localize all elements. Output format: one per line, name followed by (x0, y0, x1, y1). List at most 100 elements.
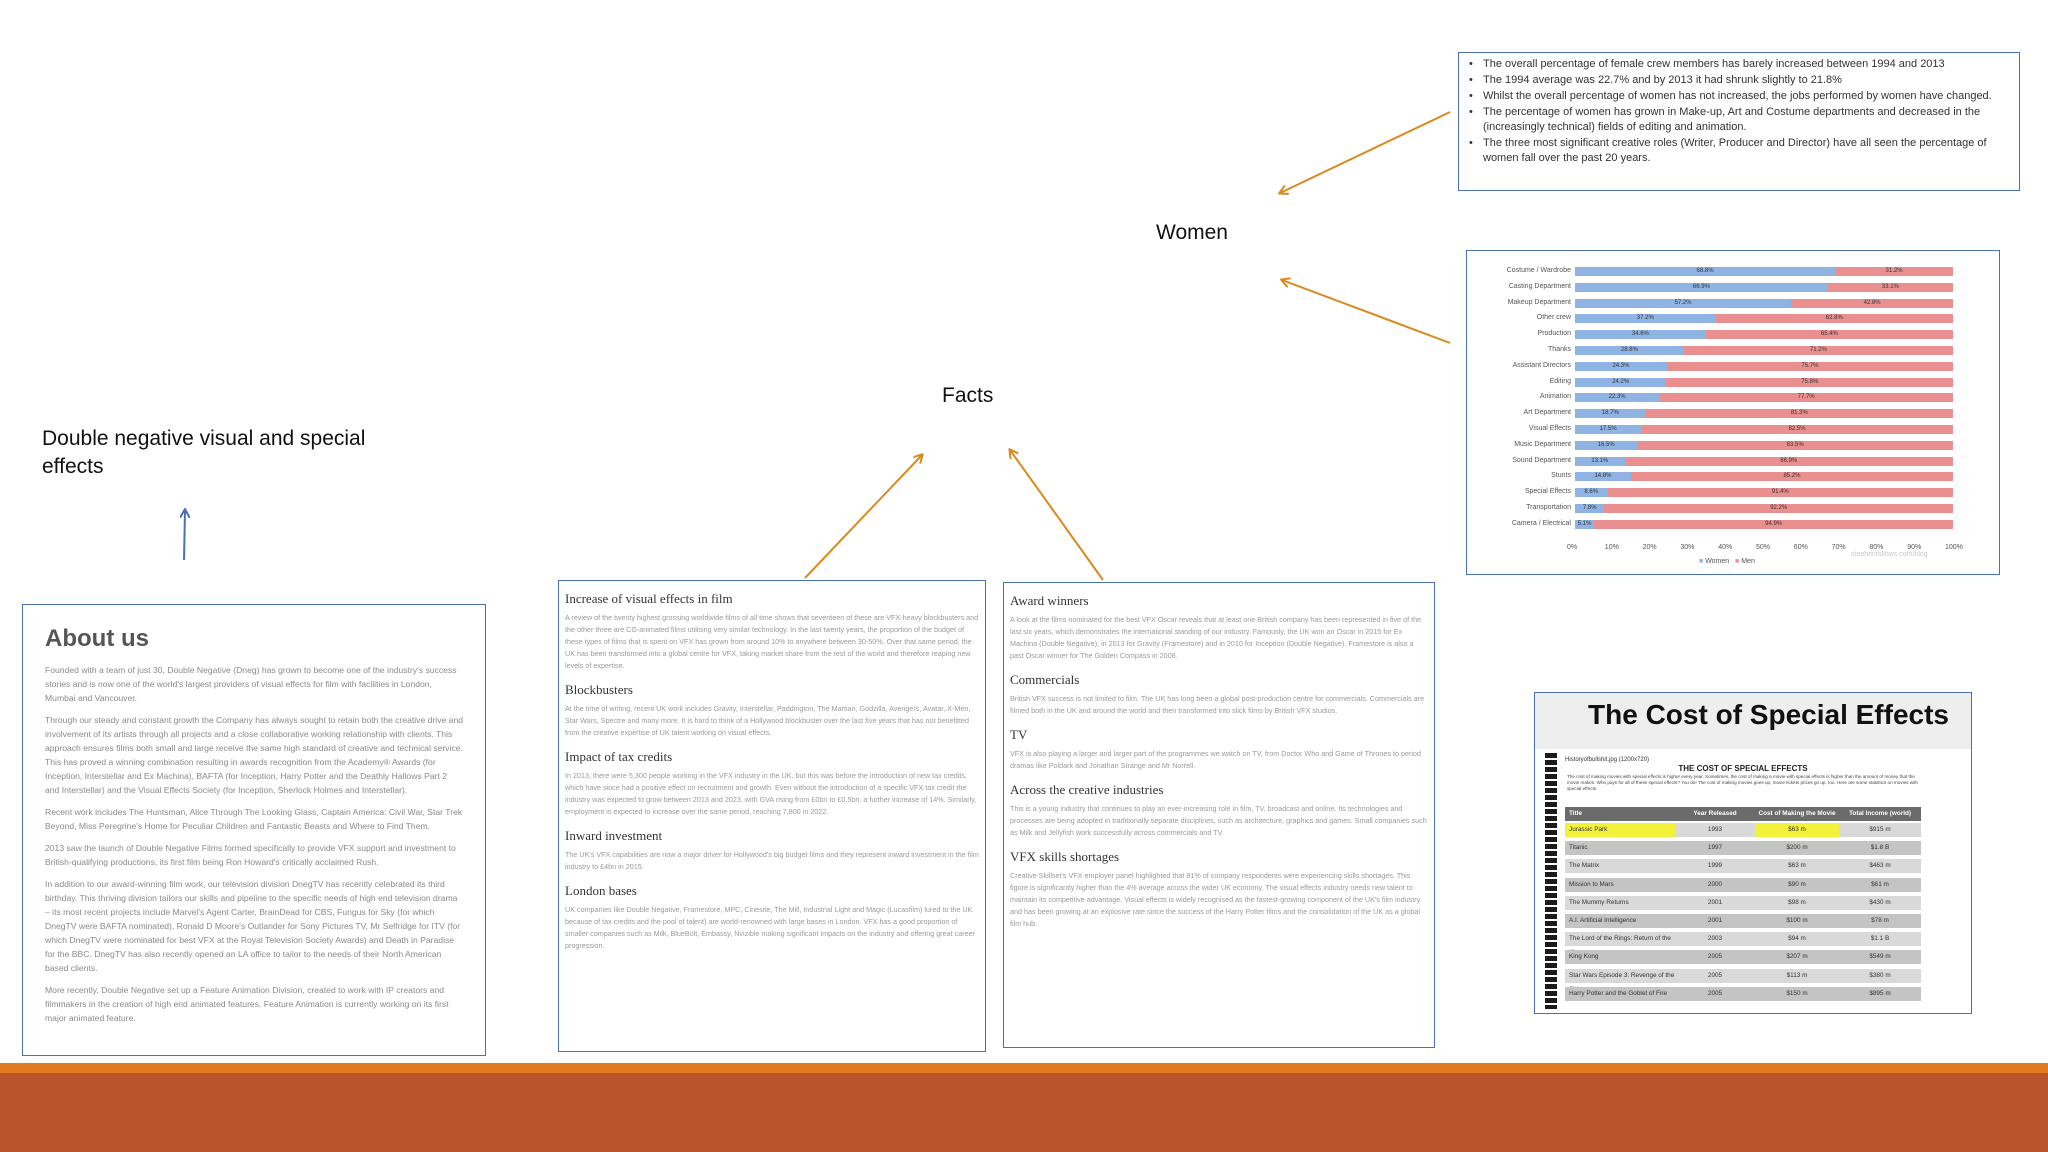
cost-cell: 2000 (1707, 880, 1723, 888)
cost-cell: $463 m (1869, 862, 1891, 870)
chart-bar-men: 85.2% (1630, 472, 1953, 482)
facts-heading: Impact of tax credits (565, 749, 673, 764)
cost-cell: 1999 (1707, 862, 1723, 870)
facts-heading: Commercials (1010, 672, 1080, 687)
film-strip (1545, 753, 1557, 1009)
cost-cell: King Kong (1569, 953, 1599, 961)
chart-bar-women: 37.2% (1575, 314, 1716, 324)
chart-category-label: Other crew (1536, 314, 1571, 322)
double-negative-label: Double negative visual and special effec… (42, 427, 366, 478)
women-label: Women (1156, 221, 1228, 244)
chart-category-label: Camera / Electrical (1511, 519, 1571, 527)
chart-bar-women: 66.9% (1575, 282, 1828, 292)
cost-cell: 1997 (1707, 844, 1723, 852)
chart-bar-women: 28.8% (1575, 346, 1684, 355)
cost-cell: $98 m (1788, 898, 1806, 906)
chart-bar-men: 81.3% (1645, 409, 1953, 419)
chart-category-label: Makeup Department (1507, 298, 1571, 306)
cost-cell: The Lord of the Rings: Return of the Kin… (1569, 935, 1671, 956)
facts-text: This is a young industry that continues … (1010, 804, 1427, 837)
cost-cell: $380 m (1869, 971, 1891, 979)
cost-cell: $549 m (1869, 953, 1891, 961)
chart-source: stephenfollows.com/blog (1851, 551, 1928, 558)
facts-text: At the time of writing, recent UK work i… (565, 704, 971, 737)
chart-x-tick: 0% (1567, 543, 1578, 551)
cost-table: Historyofbullshit.jpg (1200x720) THE COS… (1565, 757, 1921, 1009)
footer-bar (0, 1073, 2048, 1152)
cost-cell: $1.1 B (1870, 935, 1890, 943)
chart-category-label: Thanks (1548, 346, 1571, 353)
facts-text: A review of the twenty highest grossing … (565, 613, 979, 670)
facts-right-panel: Award winners A look at the films nomina… (1003, 582, 1435, 1048)
facts-text: In 2013, there were 5,300 people working… (565, 771, 977, 816)
cost-cell: $63 m (1788, 862, 1806, 870)
cost-cell: 2005 (1707, 971, 1723, 979)
chart-bar-men: 91.4% (1607, 488, 1953, 498)
cost-cell: $895 m (1869, 989, 1891, 997)
arrow-chart-to-women (1282, 280, 1451, 344)
cost-cell: $78 m (1871, 917, 1889, 924)
facts-text: VFX is also playing a larger and larger … (1010, 749, 1421, 770)
chart-category-label: Music Department (1514, 440, 1571, 448)
cost-cell: 2005 (1707, 989, 1723, 997)
cost-cell: $150 m (1786, 989, 1808, 997)
facts-heading: Award winners (1010, 593, 1089, 608)
cost-cell: Star Wars Episode 3: Revenge of the Sith (1569, 971, 1675, 993)
chart-bar-men: 75.7% (1666, 361, 1953, 371)
chart-bar-women: 8.6% (1575, 488, 1608, 498)
chart-bar-men: 75.8% (1666, 377, 1953, 387)
cost-cell: 2003 (1707, 935, 1723, 943)
about-paragraph: Through our steady and constant growth t… (45, 715, 464, 795)
cost-header-cell: Total Income (world) (1848, 810, 1911, 817)
chart-x-tick: 30% (1680, 543, 1695, 551)
cost-cell: 2001 (1707, 917, 1723, 924)
chart-category-label: Assistant Directors (1512, 361, 1571, 369)
chart-bar-women: 34.6% (1575, 330, 1706, 340)
chart-bar-men: 71.2% (1683, 346, 1953, 355)
about-paragraph: Recent work includes The Huntsman, Alice… (45, 807, 463, 831)
chart-x-tick: 10% (1604, 543, 1619, 551)
facts-heading: London bases (565, 883, 637, 898)
cost-cell: The Matrix (1569, 862, 1600, 870)
chart-bar-men: 77.7% (1659, 393, 1953, 403)
chart-category-label: Sound Department (1512, 456, 1571, 464)
about-paragraph: 2013 saw the launch of Double Negative F… (45, 843, 456, 867)
cost-cell: Mission to Mars (1569, 880, 1614, 888)
chart-x-tick: 100% (1945, 543, 1963, 551)
cost-cell: $430 m (1869, 898, 1891, 906)
chart-bar-men: 62.8% (1715, 314, 1953, 324)
women-bullet: The three most significant creative role… (1465, 136, 2013, 166)
cost-cell: Harry Potter and the Goblet of Fire (1569, 989, 1668, 997)
chart-x-tick: 90% (1907, 543, 1922, 551)
facts-heading: Blockbusters (565, 682, 633, 697)
cost-cell: $915 m (1869, 826, 1891, 833)
facts-left-panel: Increase of visual effects in film A rev… (558, 580, 986, 1052)
cost-cell: $61 m (1871, 880, 1889, 888)
facts-heading: Increase of visual effects in film (565, 591, 733, 606)
facts-text: UK companies like Double Negative, Frame… (565, 905, 976, 950)
about-paragraph: In addition to our award-winning film wo… (45, 879, 461, 973)
cost-caption: Historyofbullshit.jpg (1200x720) (1565, 757, 1650, 763)
chart-bar-men: 33.1% (1827, 282, 1953, 292)
cost-title: The Cost of Special Effects (1535, 693, 1971, 749)
cost-table-row: The Matrix 1999 $63 m $463 m (1565, 859, 1921, 874)
chart-category-label: Visual Effects (1528, 425, 1571, 432)
chart-x-tick: 80% (1869, 543, 1884, 551)
about-paragraph: Founded with a team of just 30, Double N… (45, 665, 457, 703)
chart-category-label: Animation (1539, 393, 1571, 401)
chart-category-label: Costume / Wardrobe (1506, 267, 1571, 274)
about-us-panel: About us Founded with a team of just 30,… (22, 604, 486, 1056)
cost-cell: $207 m (1786, 953, 1808, 961)
facts-label: Facts (942, 384, 994, 407)
cost-cell: Titanic (1569, 844, 1588, 852)
chart-category-label: Stunts (1551, 472, 1571, 480)
chart-legend: ■ Women ■ Men (1699, 557, 1755, 565)
facts-text: Creative Skillset's VFX employer panel h… (1010, 871, 1421, 928)
